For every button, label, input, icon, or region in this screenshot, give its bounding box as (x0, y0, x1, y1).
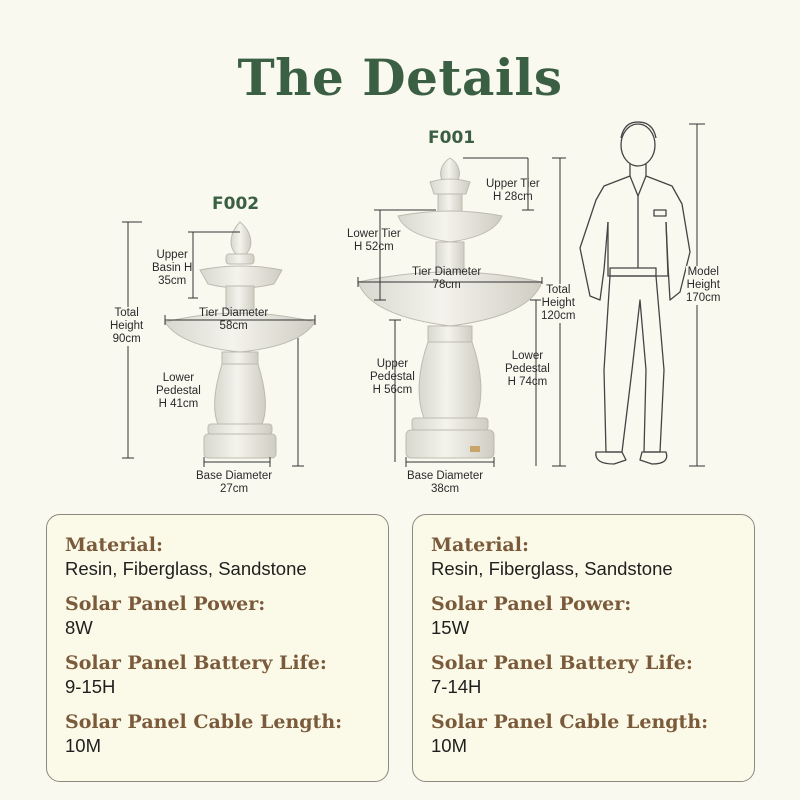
solar-power-value: 15W (431, 617, 470, 638)
cable-length-label: Solar Panel Cable Length: (65, 711, 343, 733)
cable-length-value: 10M (65, 735, 101, 756)
battery-life-value: 7-14H (431, 676, 482, 697)
material-label: Material: (65, 534, 163, 556)
material-value: Resin, Fiberglass, Sandstone (431, 558, 673, 579)
spec-card-f002: Material: Resin, Fiberglass, Sandstone S… (46, 514, 389, 782)
solar-power-label: Solar Panel Power: (65, 593, 266, 615)
solar-power-label: Solar Panel Power: (431, 593, 632, 615)
battery-life-value: 9-15H (65, 676, 116, 697)
brand-plate-icon (470, 446, 480, 452)
battery-life-label: Solar Panel Battery Life: (65, 652, 327, 674)
fountain-f002-image (164, 221, 316, 459)
battery-life-label: Solar Panel Battery Life: (431, 652, 693, 674)
material-label: Material: (431, 534, 529, 556)
fountain-f001-image (357, 157, 543, 459)
page-title: The Details (237, 48, 563, 107)
model-figure-image (579, 121, 691, 465)
cable-length-value: 10M (431, 735, 467, 756)
cable-length-label: Solar Panel Cable Length: (431, 711, 709, 733)
material-value: Resin, Fiberglass, Sandstone (65, 558, 307, 579)
product-code-f001: F001 (428, 128, 476, 148)
spec-card-f001: Material: Resin, Fiberglass, Sandstone S… (412, 514, 755, 782)
solar-power-value: 8W (65, 617, 93, 638)
product-code-f002: F002 (212, 194, 260, 214)
